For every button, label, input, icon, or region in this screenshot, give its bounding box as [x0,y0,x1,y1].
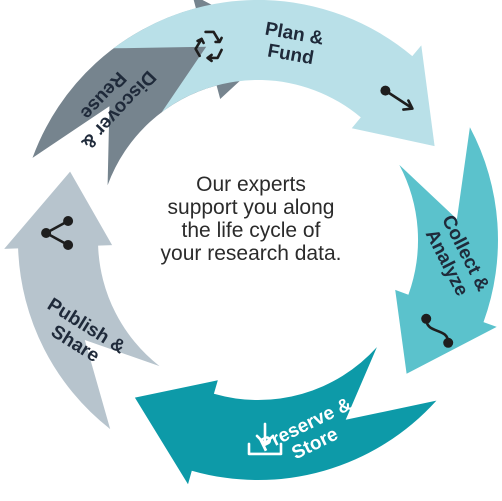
download-tray-icon [247,422,283,456]
center-line-4: your research data. [160,242,342,265]
recycle-icon [194,30,223,63]
share-icon [41,216,74,250]
center-line-3: the life cycle of [181,219,321,242]
center-line-1: Our experts [196,173,306,196]
arrow-path-icon [380,85,414,111]
preserve-store-arrow [134,347,437,485]
center-caption: Our experts support you along the life c… [126,173,376,265]
collect-analyze-arrow [395,127,498,374]
wave-path-icon [421,313,454,348]
plan-fund-arrow [113,0,435,147]
center-line-2: support you along [167,196,335,219]
